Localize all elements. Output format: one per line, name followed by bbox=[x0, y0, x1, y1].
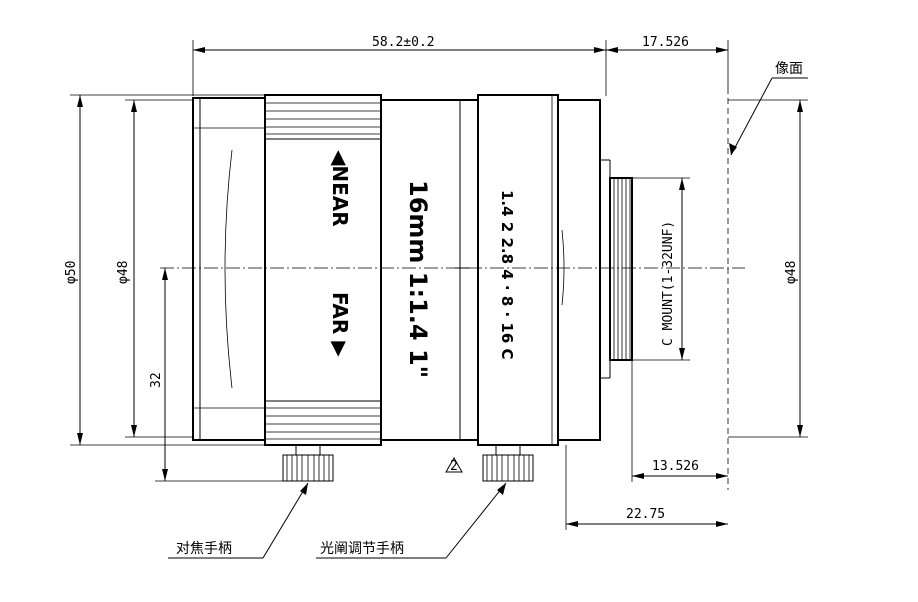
total-length-value: 58.2±0.2 bbox=[372, 35, 435, 50]
mount-dimension bbox=[632, 177, 690, 361]
c-mount-thread bbox=[609, 177, 633, 361]
iris-ring bbox=[477, 94, 565, 446]
height-32-value: 32 bbox=[149, 372, 164, 388]
diameter-50-dimension bbox=[70, 94, 265, 446]
diameter-48-right-value: φ48 bbox=[784, 261, 799, 284]
front-barrel bbox=[192, 97, 266, 441]
note-number: 2 bbox=[450, 459, 458, 474]
image-plane-label: 像面 bbox=[775, 61, 803, 77]
flange-distance-dimension bbox=[606, 40, 729, 88]
rear-extent-value: 22.75 bbox=[626, 507, 665, 522]
lens-model-label: 16mm 1:1.4 1" bbox=[404, 180, 432, 378]
mount-back-value: 13.526 bbox=[652, 459, 699, 474]
focus-handle-label: 对焦手柄 bbox=[176, 541, 232, 557]
diameter-50-value: φ50 bbox=[64, 261, 79, 284]
mount-label: C MOUNT(1-32UNF) bbox=[661, 221, 676, 346]
near-label: ◀NEAR bbox=[328, 150, 352, 227]
mount-back-dimension bbox=[631, 360, 728, 482]
diameter-48-dimension bbox=[125, 99, 193, 438]
flange-distance-value: 17.526 bbox=[642, 35, 689, 50]
focus-handle-leader bbox=[168, 482, 309, 559]
diameter-48-value: φ48 bbox=[116, 261, 131, 284]
iris-handle-leader bbox=[316, 482, 507, 559]
image-plane-leader bbox=[729, 77, 808, 156]
diameter-48-right-dimension bbox=[728, 99, 808, 438]
height-32-dimension bbox=[155, 268, 283, 482]
iris-handle-label: 光阐调节手柄 bbox=[320, 541, 404, 557]
total-length-dimension bbox=[192, 40, 607, 96]
note-triangle bbox=[445, 456, 463, 473]
iris-thumb-screw bbox=[482, 444, 534, 482]
focus-ring bbox=[264, 94, 382, 446]
rear-extent-dimension bbox=[565, 445, 728, 530]
rear-body bbox=[557, 99, 611, 441]
f-number-scale: 1.4 2 2.8 4 · 8 · 16 C bbox=[498, 190, 516, 360]
far-label: FAR ▶ bbox=[328, 292, 352, 357]
focus-thumb-screw bbox=[282, 444, 334, 482]
